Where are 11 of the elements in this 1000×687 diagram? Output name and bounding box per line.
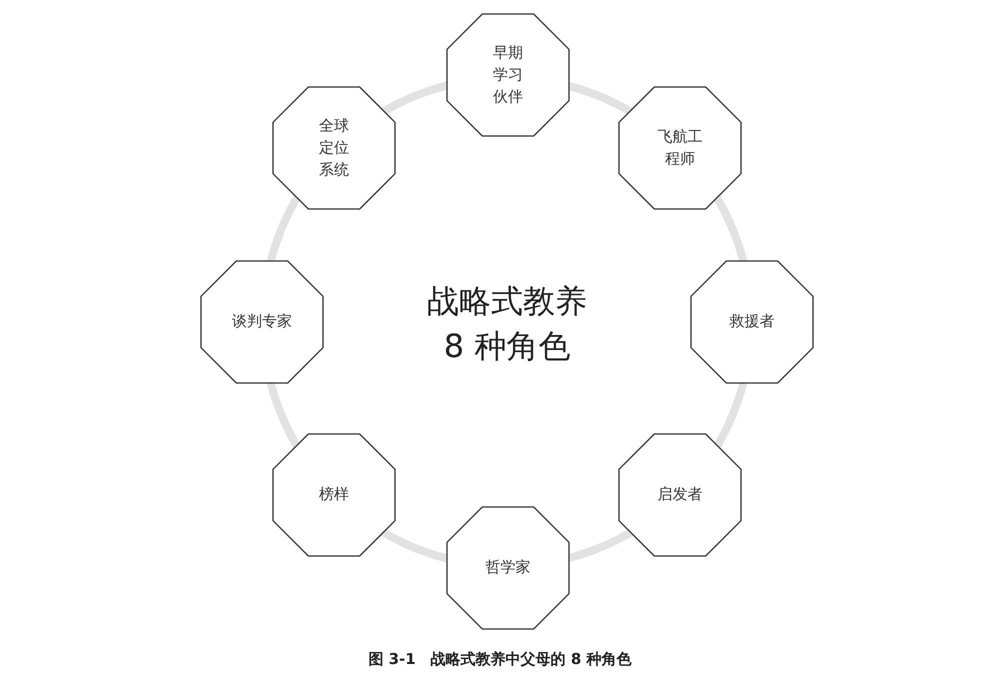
role-label: 启发者 bbox=[656, 484, 704, 506]
center-title: 战略式教养 bbox=[427, 281, 587, 322]
role-label: 救援者 bbox=[728, 311, 776, 332]
figure-caption: 图 3-1 战略式教养中父母的 8 种角色 bbox=[367, 650, 633, 669]
role-label: 全球定位系统 bbox=[319, 115, 349, 180]
role-label: 早期学习伙伴 bbox=[493, 42, 523, 107]
role-label: 哲学家 bbox=[484, 557, 532, 578]
role-label: 谈判专家 bbox=[231, 311, 293, 332]
center-title: 8 种角色 bbox=[444, 326, 570, 367]
role-label: 飞航工程师 bbox=[658, 126, 702, 169]
role-label: 榜样 bbox=[318, 484, 350, 506]
